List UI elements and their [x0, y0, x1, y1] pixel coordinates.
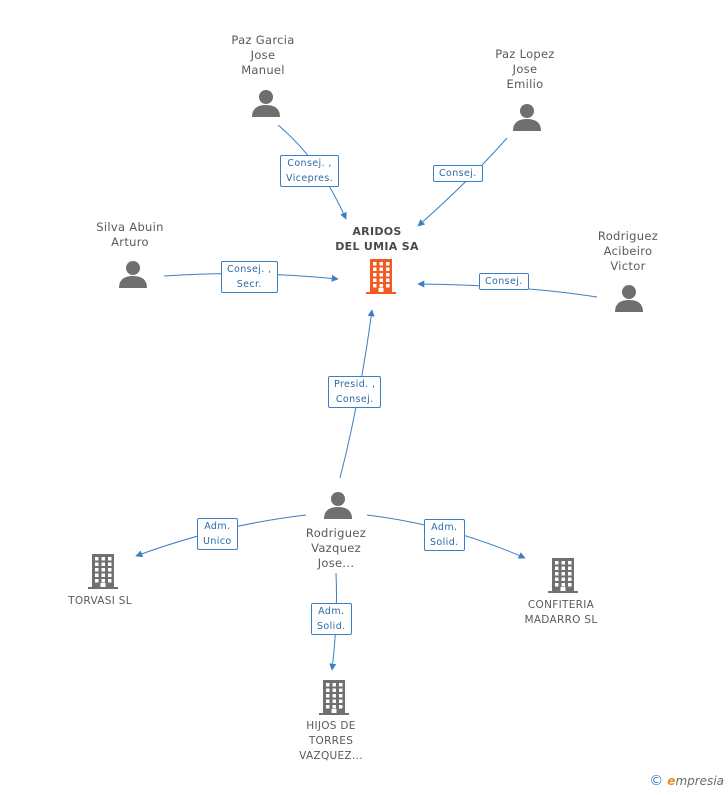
relation-label[interactable]: Presid. , Consej. — [328, 376, 382, 408]
empresia-logo[interactable]: ©empresia — [649, 773, 724, 789]
relation-edge — [417, 137, 508, 227]
building-icon[interactable] — [548, 558, 578, 594]
relation-label[interactable]: Adm. Solid. — [311, 603, 352, 635]
relation-label[interactable]: Consej. — [433, 165, 483, 182]
relation-label[interactable]: Consej. , Vicepres. — [280, 155, 340, 187]
center-company-name[interactable]: ARIDOS DEL UMIA SA — [335, 225, 419, 253]
person-icon[interactable] — [512, 102, 542, 132]
person-name[interactable]: Paz Lopez Jose Emilio — [495, 47, 555, 91]
relation-label[interactable]: Consej. — [479, 273, 529, 290]
building-icon[interactable] — [88, 554, 118, 590]
person-icon[interactable] — [614, 283, 644, 313]
person-icon[interactable] — [251, 88, 281, 118]
copyright-icon: © — [649, 773, 664, 789]
person-icon[interactable] — [323, 490, 353, 520]
person-name[interactable]: Silva Abuin Arturo — [96, 220, 164, 249]
building-icon[interactable] — [366, 259, 396, 295]
person-name[interactable]: Paz Garcia Jose Manuel — [231, 33, 295, 77]
person-icon[interactable] — [118, 259, 148, 289]
person-name[interactable]: Rodriguez Acibeiro Victor — [597, 229, 659, 273]
relation-label[interactable]: Consej. , Secr. — [221, 261, 278, 293]
building-icon[interactable] — [319, 680, 349, 716]
company-name[interactable]: CONFITERIA MADARRO SL — [524, 599, 598, 626]
relation-label[interactable]: Adm. Solid. — [424, 519, 465, 551]
person-name[interactable]: Rodriguez Vazquez Jose... — [305, 526, 367, 570]
relation-label[interactable]: Adm. Unico — [197, 518, 238, 550]
company-name[interactable]: HIJOS DE TORRES VAZQUEZ... — [299, 720, 363, 762]
company-name[interactable]: TORVASI SL — [68, 595, 132, 607]
